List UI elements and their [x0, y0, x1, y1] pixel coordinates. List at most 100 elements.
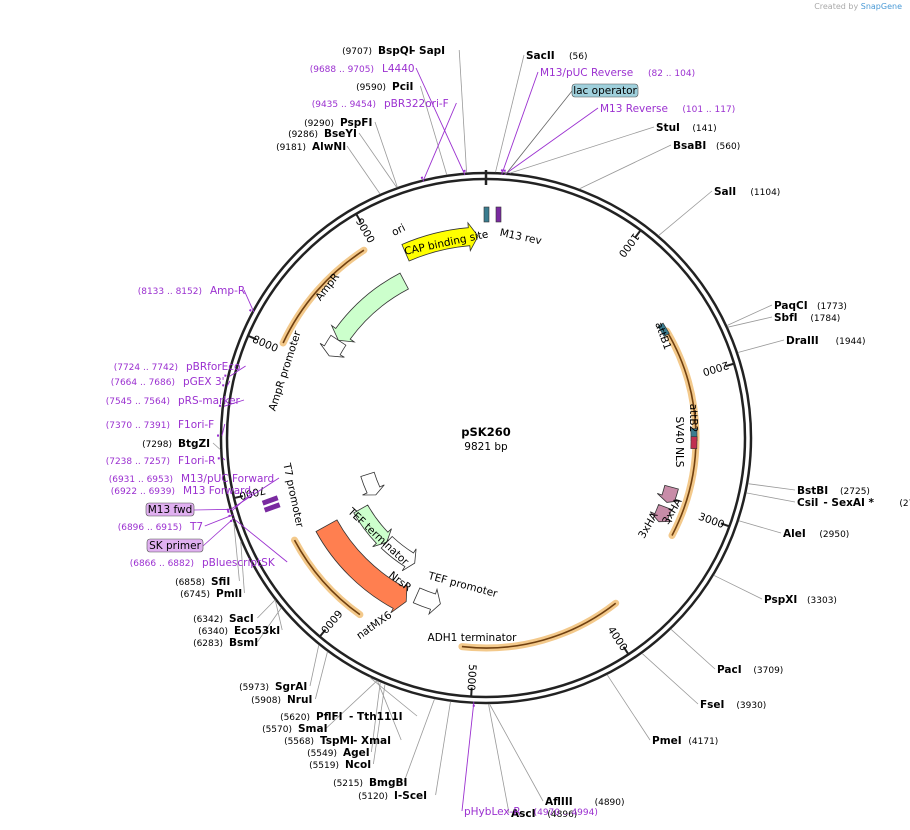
enzyme-position: (9286) — [288, 130, 318, 140]
enzyme-position: (2950) — [819, 530, 849, 540]
feature-label: attB2 — [687, 404, 699, 433]
feature-ampr-promoter — [319, 334, 347, 358]
enzyme-name: StuI — [656, 122, 680, 134]
primer-site-line — [504, 107, 599, 175]
enzyme-name: DraIII — [786, 335, 819, 347]
enzyme-site: (5620)PflFI - Tth111I — [280, 711, 402, 723]
enzyme-site-line — [212, 442, 221, 450]
primer-site: (7238 .. 7257)F1ori-R — [106, 455, 216, 467]
enzyme-site-line — [737, 339, 785, 353]
primer-name: pBluescriptSK — [202, 557, 276, 569]
tick-label: 6000 — [318, 607, 344, 635]
enzyme-site: AflIII(4890) — [545, 796, 625, 808]
tick-mark — [725, 362, 735, 368]
enzyme-site-line — [420, 85, 448, 176]
enzyme-site: (5570)SmaI — [262, 723, 327, 735]
enzyme-position: (2725) — [840, 487, 870, 497]
feature-attb1-mark — [657, 322, 670, 337]
enzyme-site: FseI (3930) — [700, 699, 766, 711]
enzyme-position: (3930) — [736, 701, 766, 711]
enzyme-position: (1104) — [750, 188, 780, 198]
enzyme-position: (4171) — [688, 737, 718, 747]
primer-position: (6896 .. 6915) — [118, 523, 182, 533]
feature-natmx6 — [315, 519, 408, 614]
enzyme-position: (9707) — [342, 47, 372, 57]
enzyme-site: (7298) BtgZI — [142, 438, 210, 450]
enzyme-site: PmeI(4171) — [652, 735, 718, 747]
enzyme-site-line — [326, 680, 378, 729]
plasmid-length: 9821 bp — [464, 441, 508, 453]
enzyme-position: (4896) — [547, 810, 577, 820]
primer-position: (101 .. 117) — [682, 105, 735, 115]
primer-site-line — [221, 423, 226, 436]
enzyme-position: (6858) — [175, 578, 205, 588]
enzyme-name: SfiI — [211, 576, 230, 588]
feature-label: ADH1 terminator — [428, 632, 518, 644]
primer-site: (7545 .. 7564)pRS-marker — [106, 395, 241, 407]
enzyme-name: TspMI — [320, 735, 354, 747]
primer-name: F1ori-F — [178, 419, 214, 431]
primer-site: (6931 .. 6953) M13/pUC Forward — [109, 473, 274, 485]
enzyme-name: BtgZI — [178, 438, 210, 450]
enzyme-name: PciI — [392, 81, 413, 93]
enzyme-site-line — [233, 522, 240, 582]
enzyme-site-line — [315, 651, 328, 700]
feature-m13-fwd-mark — [263, 502, 281, 513]
primer-position: (6922 .. 6939) — [111, 487, 175, 497]
feature-tef-terminator — [360, 471, 385, 496]
enzyme-site-line — [374, 121, 398, 188]
primer-site: (6922 .. 6939)M13 Forward — [111, 485, 251, 497]
feature-3xha-2 — [649, 503, 673, 523]
primer-name: L4440 — [382, 63, 415, 75]
enzyme-name: PmlI — [216, 588, 242, 600]
feature-t7-promoter-mark — [261, 495, 279, 506]
primer-position: (8133 .. 8152) — [138, 287, 202, 297]
enzyme-position: (56) — [569, 52, 587, 62]
boxed-label-line — [193, 508, 232, 511]
enzyme-site: (6283)BsmI — [193, 637, 258, 649]
enzyme-name: SacII — [526, 50, 555, 62]
enzyme-name: BstBI — [797, 485, 828, 497]
primer-name: M13/pUC Forward — [181, 473, 274, 485]
enzyme-site-line — [579, 144, 672, 190]
tick-label: 1000 — [616, 231, 642, 260]
enzyme-site-line — [713, 574, 763, 600]
enzyme-position: (5120) — [358, 792, 388, 802]
enzyme-site: (6342)SacI — [193, 613, 254, 625]
tick-label: 2000 — [701, 359, 730, 378]
tick-label: 8000 — [250, 333, 279, 355]
enzyme-name: BmgBI — [369, 777, 407, 789]
enzyme-site: (6745)PmlI — [180, 588, 242, 600]
enzyme-name: PflFI — [316, 711, 343, 723]
primer-name: T7 — [189, 521, 203, 533]
feature-ori — [401, 221, 479, 262]
primer-position: (7545 .. 7564) — [106, 397, 170, 407]
primer-name: pBR322ori-F — [384, 98, 449, 110]
enzyme-site: (5120)I-SceI — [358, 790, 427, 802]
primer-site: (6866 .. 6882)pBluescriptSK — [130, 557, 276, 569]
primer-site: (8133 .. 8152)Amp-R — [138, 285, 245, 297]
primer-position: (6931 .. 6953) — [109, 475, 173, 485]
enzyme-site: (9286) BseYI — [288, 128, 357, 140]
enzyme-site-line — [257, 607, 282, 643]
primer-mark — [228, 514, 231, 518]
feature-label: T7 promoter — [280, 461, 306, 529]
enzyme-name-suffix: - XmaI — [353, 735, 391, 747]
tick-mark — [622, 646, 630, 655]
enzyme-name: FseI — [700, 699, 724, 711]
enzyme-name-suffix: - Tth111I — [349, 711, 403, 723]
enzyme-name: NruI — [287, 694, 312, 706]
enzyme-site-line — [358, 132, 398, 188]
enzyme-position: (2780) — [899, 499, 910, 509]
primer-position: (9435 .. 9454) — [312, 100, 376, 110]
tick-label: 5000 — [465, 664, 479, 691]
primer-mark — [227, 510, 230, 514]
tick-label: 9000 — [353, 216, 377, 245]
enzyme-name: Eco53kI — [234, 625, 280, 637]
enzyme-site-line — [509, 126, 655, 174]
enzyme-name: BseYI — [324, 128, 357, 140]
enzyme-position: (7298) — [142, 440, 172, 450]
enzyme-name: AleI — [783, 528, 806, 540]
primer-site: pHybLex-R(4970 .. 4994) — [464, 806, 598, 818]
